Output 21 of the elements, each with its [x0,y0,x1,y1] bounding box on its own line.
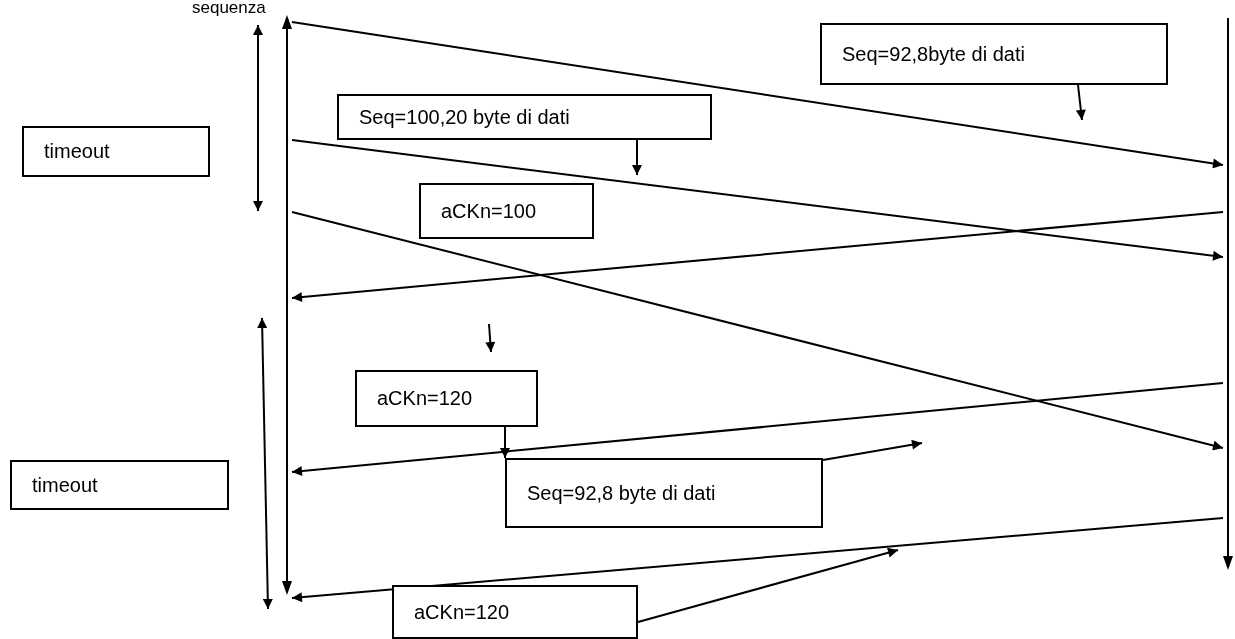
message-box: aCKn=120 [355,370,538,427]
message-box: Seq=100,20 byte di dati [337,94,712,140]
message-box: Seq=92,8byte di dati [820,23,1168,85]
axis-caption: sequenza [192,0,266,18]
lifeline [282,15,292,595]
message-arrow [291,211,1224,303]
message-arrow [500,426,510,459]
message-box: aCKn=100 [419,183,594,239]
message-arrow [637,547,899,623]
message-arrow [632,139,642,176]
message-arrow [291,21,1224,169]
message-arrow [291,517,1224,603]
message-arrow [291,211,1224,451]
message-box: timeout [10,460,229,510]
message-box: timeout [22,126,210,177]
message-box: aCKn=120 [392,585,638,639]
message-arrow [291,139,1224,261]
message-box: Seq=92,8 byte di dati [505,458,823,528]
message-arrow [822,439,923,461]
message-arrow [291,382,1224,477]
message-arrow [1075,84,1086,121]
